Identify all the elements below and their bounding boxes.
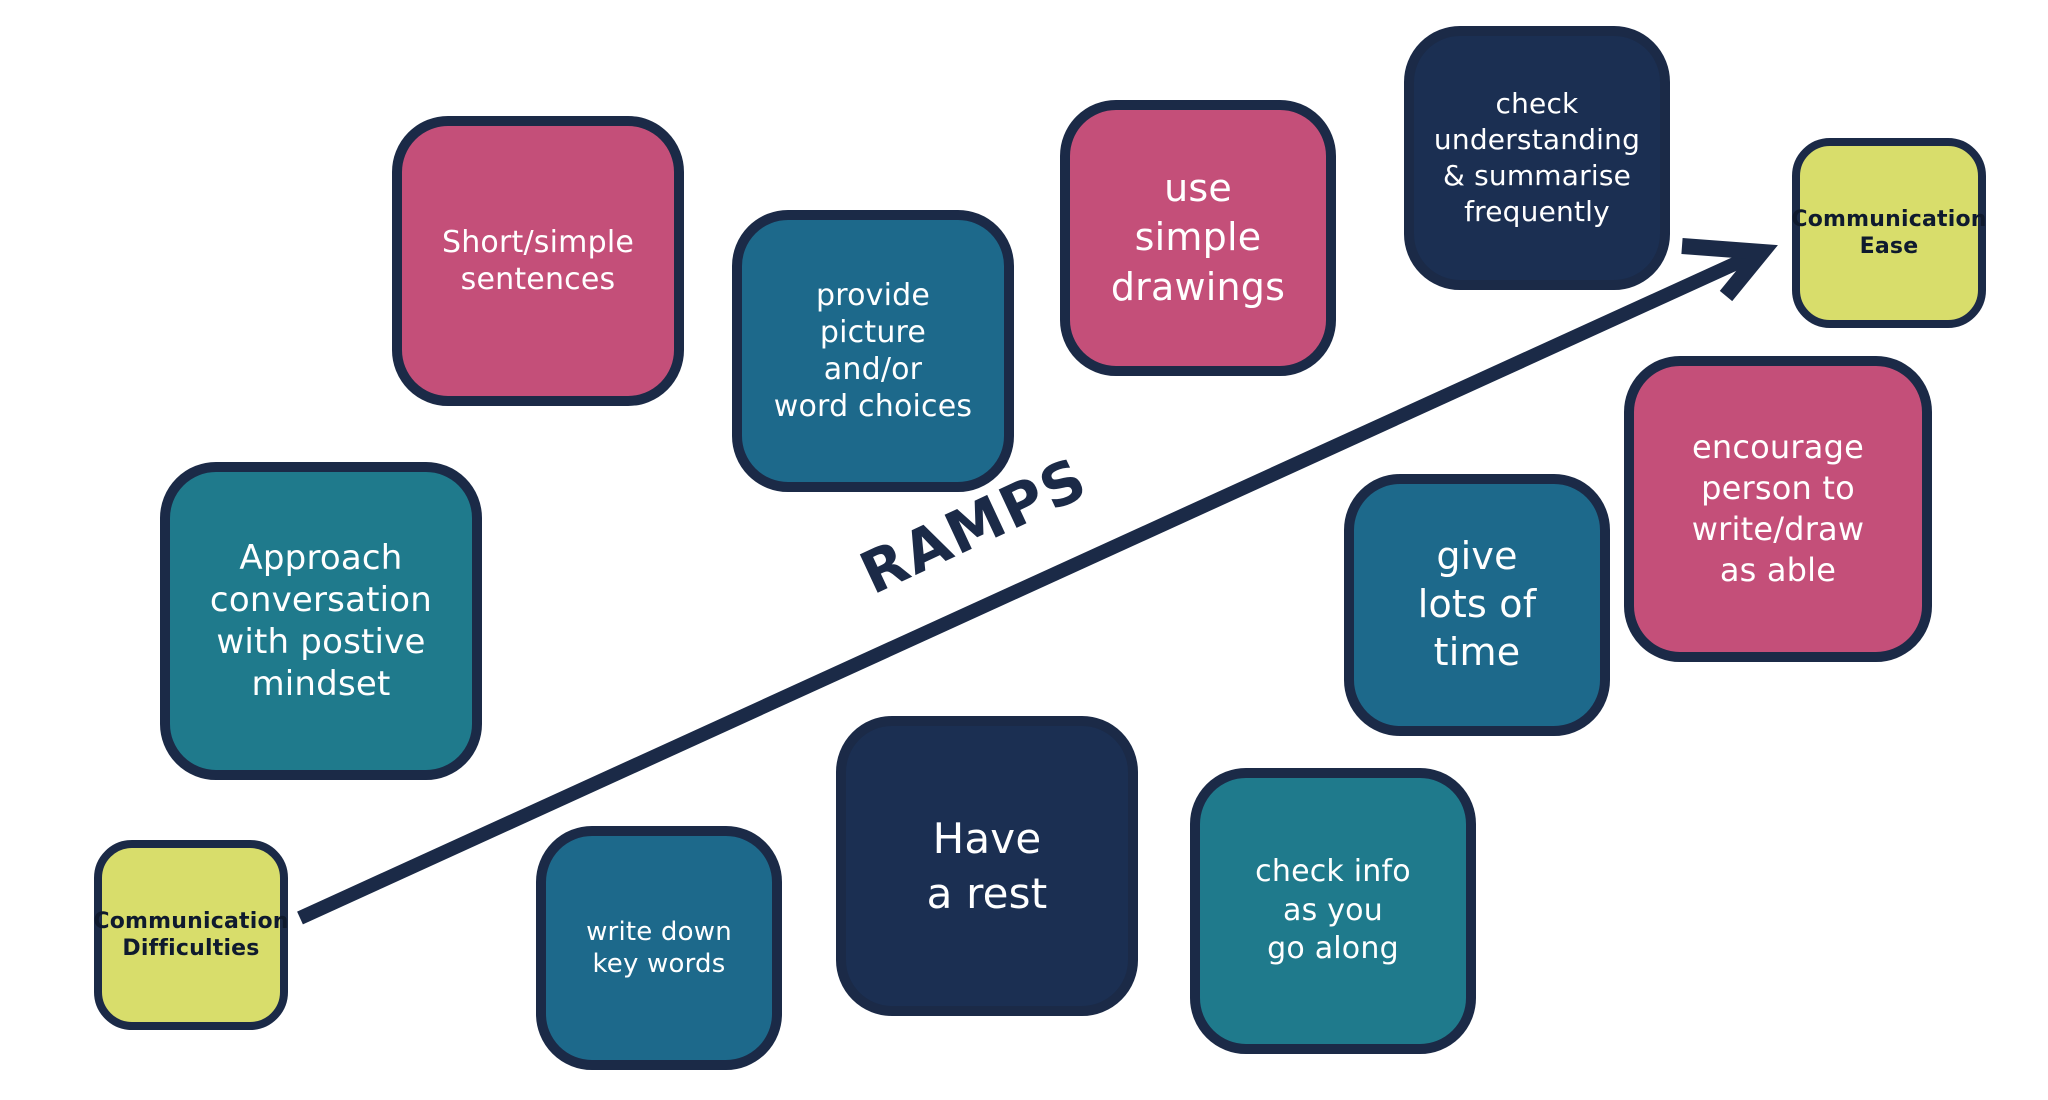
card-provide-picture-word-choices: provide picture and/or word choices (732, 210, 1014, 492)
card-short-simple-sentences: Short/simple sentences (392, 116, 684, 406)
card-text: Short/simple sentences (441, 224, 635, 297)
card-give-lots-of-time: give lots of time (1344, 474, 1610, 736)
card-text: provide picture and/or word choices (773, 277, 973, 425)
start-box-communication-difficulties: Communication Difficulties (93, 840, 289, 1030)
card-text: Approach conversation with postive minds… (209, 537, 433, 705)
card-approach-positive-mindset: Approach conversation with postive minds… (160, 462, 482, 780)
end-box-text: Communication Ease (1791, 206, 1987, 259)
card-text: write down key words (586, 916, 732, 979)
card-have-a-rest: Have a rest (836, 716, 1138, 1016)
card-text: give lots of time (1417, 534, 1537, 674)
card-text: check info as you go along (1255, 854, 1411, 967)
card-text: encourage person to write/draw as able (1691, 428, 1865, 589)
card-write-down-key-words: write down key words (536, 826, 782, 1070)
card-encourage-write-draw: encourage person to write/draw as able (1624, 356, 1932, 662)
card-text: check understanding & summarise frequent… (1433, 87, 1641, 228)
card-use-simple-drawings: use simple drawings (1060, 100, 1336, 376)
card-check-understanding-summarise: check understanding & summarise frequent… (1404, 26, 1670, 290)
card-text: use simple drawings (1110, 165, 1286, 309)
card-text: Have a rest (926, 813, 1048, 918)
card-check-info-go-along: check info as you go along (1190, 768, 1476, 1054)
end-box-communication-ease: Communication Ease (1791, 138, 1987, 328)
start-box-text: Communication Difficulties (93, 908, 289, 961)
